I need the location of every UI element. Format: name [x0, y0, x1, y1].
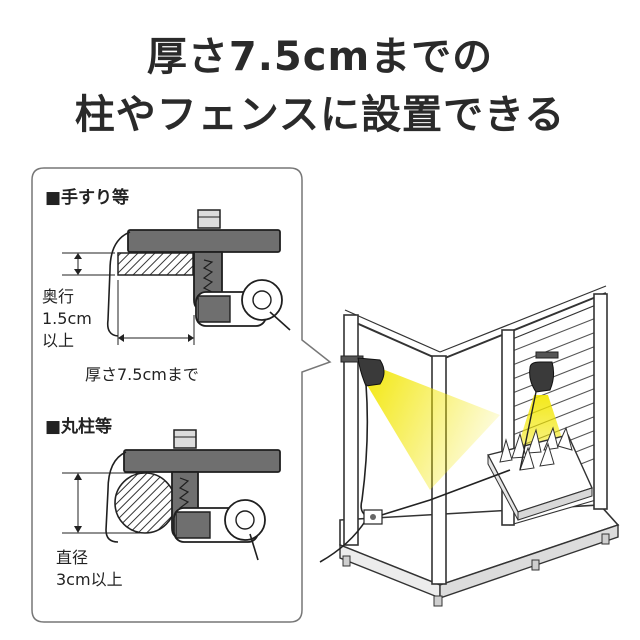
detail-callout: ■手すり等 — [31, 167, 332, 623]
thickness-label: 厚さ7.5cmまで — [85, 365, 199, 384]
diameter-label-line-1: 直径 — [56, 548, 88, 567]
power-cable — [319, 519, 367, 563]
depth-label-line-1: 奥行 — [42, 287, 74, 306]
spotlight-left — [340, 355, 385, 387]
deck-leg — [601, 533, 610, 545]
handrail-board — [117, 252, 194, 276]
depth-label-line-2: 1.5cm — [42, 309, 92, 328]
planter — [486, 426, 593, 521]
light-beam-left — [364, 365, 500, 490]
handrail-diagram — [62, 209, 291, 345]
spotlight-right — [529, 351, 559, 393]
headline-line-1: 厚さ7.5cmまでの — [146, 34, 494, 80]
depth-label-line-3: 以上 — [42, 331, 74, 350]
deck-scene — [319, 285, 620, 607]
post-front-left — [343, 314, 359, 546]
headline-line-2: 柱やフェンスに設置できる — [74, 92, 566, 138]
deck-leg — [342, 555, 351, 567]
round-pillar — [114, 472, 176, 534]
round-pillar-title: ■丸柱等 — [45, 416, 112, 437]
handrail-title: ■手すり等 — [45, 187, 129, 208]
power-cable — [519, 391, 537, 471]
cable-connector — [363, 509, 383, 525]
post-back-right — [593, 293, 608, 510]
deck-leg — [433, 595, 443, 607]
deck-leg — [531, 559, 540, 571]
deck-side-edge — [439, 524, 619, 599]
diameter-label-line-2: 3cm以上 — [56, 570, 123, 589]
round-pillar-diagram — [62, 429, 281, 561]
